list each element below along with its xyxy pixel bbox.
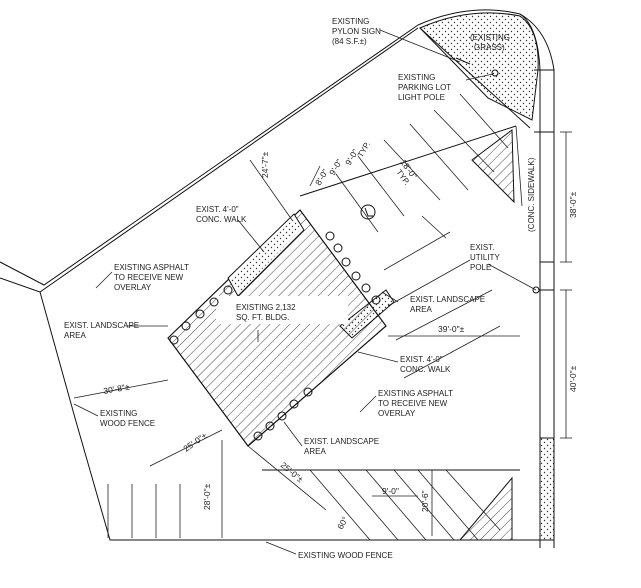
light-pole-line-2: PARKING LOT: [398, 83, 451, 92]
walk-right-line-1: EXIST. 4'-0": [400, 355, 443, 364]
landscape-right-line-2: AREA: [410, 305, 432, 314]
label-landscape-bottom: EXIST. LANDSCAPE AREA: [304, 437, 379, 456]
walk-top-line-2: CONC. WALK: [196, 215, 247, 224]
label-grass: (EXISTING GRASS): [470, 33, 510, 52]
label-pylon-sign: EXISTING PYLON SIGN (84 S.F.±): [332, 17, 381, 46]
label-asphalt-left: EXISTING ASPHALT TO RECEIVE NEW OVERLAY: [114, 263, 189, 292]
light-pole-line-3: LIGHT POLE: [398, 93, 445, 102]
dim-24-7: 24'-7"±: [260, 151, 270, 178]
label-asphalt-right: EXISTING ASPHALT TO RECEIVE NEW OVERLAY: [378, 389, 453, 418]
asphalt-right-line-1: EXISTING ASPHALT: [378, 389, 453, 398]
dim-40-0: 40'-0"±: [568, 365, 578, 392]
landscape-shrubs: [169, 231, 381, 441]
asphalt-left-line-1: EXISTING ASPHALT: [114, 263, 189, 272]
pylon-sign: [379, 29, 471, 65]
label-walk-top: EXIST. 4'-0" CONC. WALK: [196, 205, 247, 224]
walk-right-line-2: CONC. WALK: [400, 365, 451, 374]
dim-20-6: 20'-6": [420, 490, 430, 512]
grass-line-2: GRASS): [474, 43, 505, 52]
landscape-bottom-line-1: EXIST. LANDSCAPE: [304, 437, 379, 446]
grass-area: [419, 12, 539, 129]
light-pole-line-1: EXISTING: [398, 73, 435, 82]
site-boundary: [0, 24, 548, 541]
parking-stalls-bottom: [107, 469, 520, 541]
parking-stalls-top: [299, 93, 523, 379]
landscape-bottom-line-2: AREA: [304, 447, 326, 456]
walk-top-line-1: EXIST. 4'-0": [196, 205, 239, 214]
utility-pole-line-1: EXIST.: [470, 243, 494, 252]
asphalt-right-line-3: OVERLAY: [378, 409, 416, 418]
building-line-1: EXISTING 2,132: [236, 303, 296, 312]
dim-30-8: 30'-8"±: [103, 381, 131, 395]
typ-top: TYP.: [356, 140, 372, 159]
dim-38-0: 38'-0"±: [568, 191, 578, 218]
dim-60-deg: 60°: [335, 515, 350, 531]
label-building: EXISTING 2,132 SQ. FT. BLDG.: [236, 303, 296, 322]
label-light-pole: EXISTING PARKING LOT LIGHT POLE: [398, 73, 451, 102]
dim-25-0-bottom: 25'-0"±: [279, 460, 306, 485]
light-pole-icon: [465, 69, 499, 81]
leader-lines: [73, 215, 540, 555]
label-walk-right: EXIST. 4'-0" CONC. WALK: [400, 355, 451, 374]
dim-9-0-a: 9'-0": [327, 157, 344, 177]
wood-fence-left-line-2: WOOD FENCE: [100, 419, 155, 428]
label-utility-pole: EXIST. UTILITY POLE: [470, 243, 500, 272]
accessible-parking-icon: [360, 204, 376, 220]
dimension-lines: [73, 131, 572, 538]
wood-fence-left-line-1: EXISTING: [100, 409, 137, 418]
label-wood-fence-bottom: EXISTING WOOD FENCE: [298, 551, 393, 560]
building: [167, 209, 395, 447]
dim-9-0-bottom: 9'-0": [382, 486, 399, 496]
label-wood-fence-left: EXISTING WOOD FENCE: [100, 409, 155, 428]
landscape-left-line-1: EXIST. LANDSCAPE: [64, 321, 139, 330]
pylon-sign-line-2: PYLON SIGN: [332, 27, 381, 36]
grass-line-1: (EXISTING: [470, 33, 510, 42]
label-sidewalk: (CONC. SIDEWALK): [527, 157, 536, 232]
label-landscape-right: EXIST. LANDSCAPE AREA: [410, 295, 485, 314]
asphalt-left-line-2: TO RECEIVE NEW: [114, 273, 184, 282]
landscape-left-line-2: AREA: [64, 331, 86, 340]
pylon-sign-line-3: (84 S.F.±): [332, 37, 367, 46]
utility-pole-line-2: UTILITY: [470, 253, 500, 262]
label-landscape-left: EXIST. LANDSCAPE AREA: [64, 321, 139, 340]
asphalt-right-line-2: TO RECEIVE NEW: [378, 399, 448, 408]
dim-25-0-left: 25'-0"±: [181, 430, 209, 453]
dim-39-0: 39'-0"±: [438, 324, 465, 334]
utility-pole-line-3: POLE: [470, 263, 491, 272]
pylon-sign-line-1: EXISTING: [332, 17, 369, 26]
dim-28-0: 28'-0"±: [202, 483, 212, 510]
landscape-right-line-1: EXIST. LANDSCAPE: [410, 295, 485, 304]
asphalt-left-line-3: OVERLAY: [114, 283, 152, 292]
building-line-2: SQ. FT. BLDG.: [236, 313, 289, 322]
